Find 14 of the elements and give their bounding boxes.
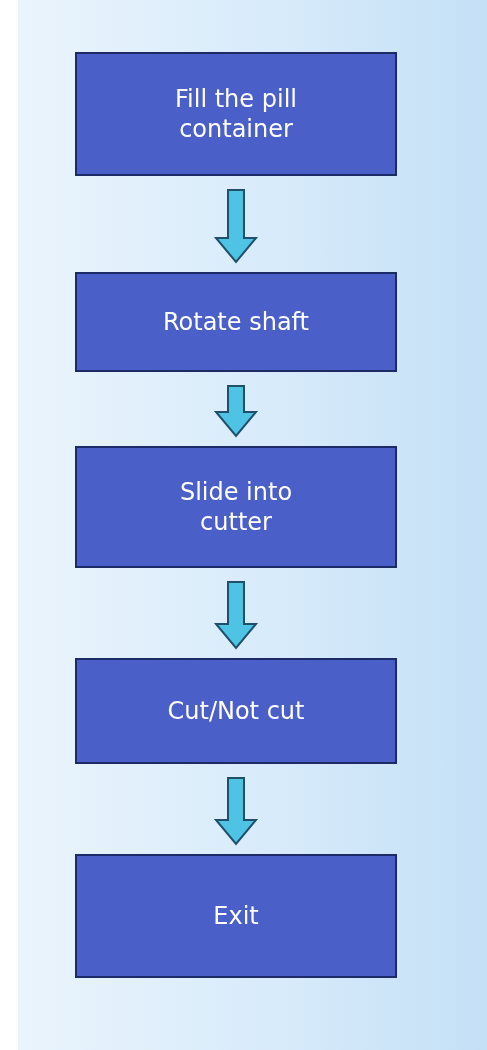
box-label: Cut/Not cut [166,696,306,726]
block-arrow [213,777,259,846]
box-label: Rotate shaft [161,307,311,337]
process-box [75,854,397,978]
box-label: Fill the pill container [174,84,298,144]
block-arrow [213,189,259,264]
block-arrow [213,581,259,650]
process-box [75,446,397,568]
process-box [75,52,397,176]
process-box [75,272,397,372]
process-box [75,658,397,764]
box-label: Slide into cutter [178,477,294,537]
block-arrow [213,385,259,438]
box-label: Exit [212,901,260,931]
